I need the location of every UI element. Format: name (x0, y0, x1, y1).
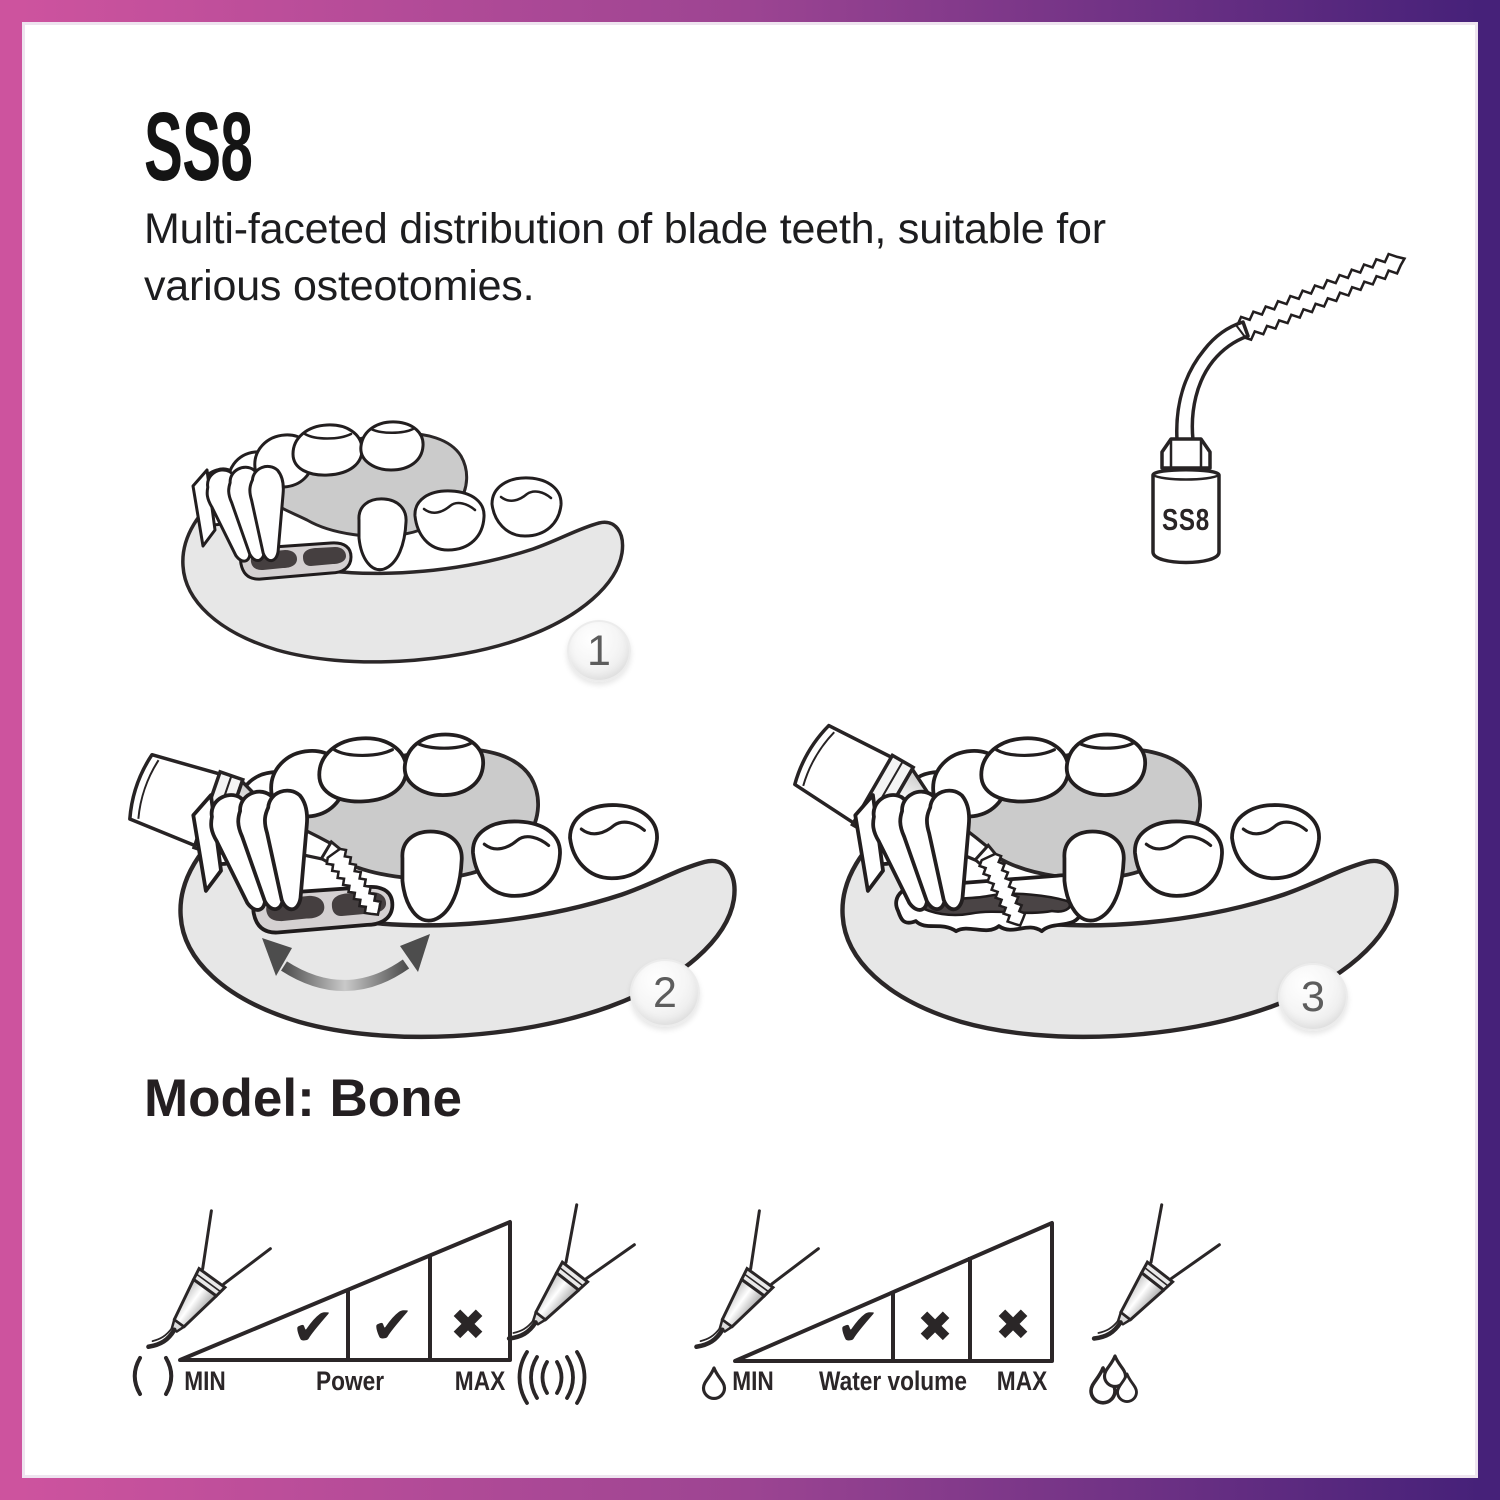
step-badge-3: 3 (1278, 963, 1348, 1031)
tip-model-label: SS8 (1161, 502, 1211, 537)
step-1-illustration (181, 420, 625, 664)
step-badge-1: 1 (567, 620, 631, 682)
water-max-tip-icon (1071, 1202, 1219, 1364)
water-cell-2-cross-icon: ✖ (916, 1302, 954, 1353)
power-cell-3-cross-icon: ✖ (449, 1300, 487, 1351)
water-cell-1-check-icon: ✔ (836, 1298, 880, 1358)
high-vibration-icon (517, 1350, 587, 1405)
page-subtitle: Multi-faceted distribution of blade teet… (144, 201, 1106, 315)
subtitle-line-1: Multi-faceted distribution of blade teet… (144, 205, 1106, 253)
model-line: Model: Bone (144, 1069, 462, 1128)
power-cell-2-check-icon: ✔ (370, 1296, 414, 1356)
power-label: Power (315, 1366, 385, 1396)
power-min-label: MIN (184, 1366, 226, 1396)
power-max-label: MAX (454, 1366, 506, 1396)
water-volume-label: Water volume (819, 1366, 967, 1396)
water-cell-3-cross-icon: ✖ (994, 1300, 1032, 1351)
water-max-label: MAX (996, 1366, 1048, 1396)
water-min-label: MIN (732, 1366, 774, 1396)
many-drops-icon (1089, 1354, 1138, 1405)
subtitle-line-2: various osteotomies. (144, 261, 535, 310)
step-badge-2: 2 (630, 959, 700, 1027)
single-drop-icon (701, 1366, 727, 1401)
low-vibration-icon (132, 1356, 174, 1396)
power-cell-1-check-icon: ✔ (291, 1298, 335, 1358)
page-title: SS8 (144, 92, 253, 201)
